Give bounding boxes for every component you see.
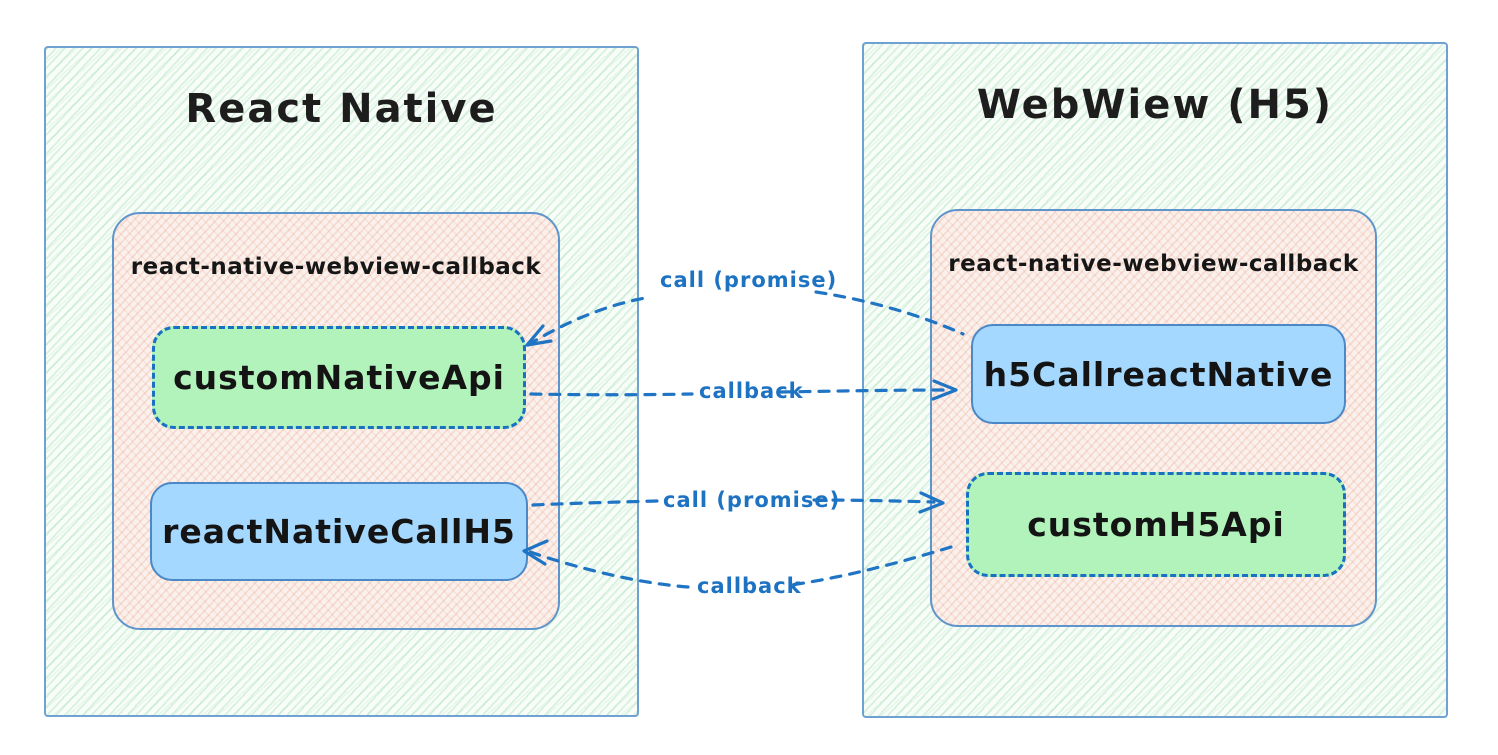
react-native-panel-title: React Native (185, 86, 498, 132)
node-customH5Api: customH5Api (966, 472, 1346, 577)
node-h5CallreactNative: h5CallreactNative (971, 324, 1346, 424)
webview-panel: WebWiew (H5) react-native-webview-callba… (862, 42, 1448, 718)
webview-panel-title: WebWiew (H5) (976, 82, 1334, 128)
arrow-label-call-promise-bottom: call (promise) (663, 488, 841, 512)
right-package-box: react-native-webview-callback h5Callreac… (930, 209, 1377, 627)
left-package-box: react-native-webview-callback customNati… (112, 212, 560, 630)
node-h5CallreactNative-label: h5CallreactNative (983, 354, 1334, 394)
node-customH5Api-label: customH5Api (1027, 505, 1285, 544)
react-native-panel: React Native react-native-webview-callba… (44, 46, 639, 717)
node-customNativeApi-label: customNativeApi (173, 358, 505, 397)
node-reactNativeCallH5: reactNativeCallH5 (150, 482, 528, 581)
arrow-label-callback-top: callback (699, 379, 804, 403)
right-package-label: react-native-webview-callback (948, 251, 1359, 277)
left-package-label: react-native-webview-callback (130, 254, 542, 280)
arrow-label-call-promise-top: call (promise) (660, 268, 838, 292)
arrow-label-callback-bottom: callback (697, 574, 802, 598)
node-reactNativeCallH5-label: reactNativeCallH5 (162, 512, 516, 551)
node-customNativeApi: customNativeApi (152, 326, 526, 429)
